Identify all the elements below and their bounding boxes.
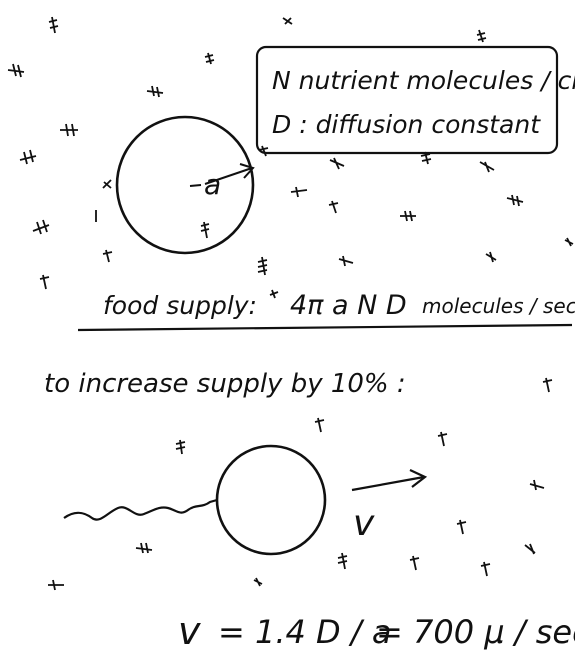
flagellum	[63, 498, 218, 521]
nutrient-molecules-bottom	[48, 377, 553, 591]
result-formula: = 1.4 D / a	[218, 613, 391, 651]
radius-arrowhead	[239, 163, 255, 179]
result-value: = 700 μ / sec	[376, 613, 575, 651]
increase-supply-text: to increase supply by 10% :	[44, 369, 406, 399]
legend-diffusion-constant: D : diffusion constant	[272, 110, 541, 139]
velocity-arrowhead	[409, 469, 428, 488]
divider-line	[77, 323, 573, 332]
velocity-label: v	[353, 503, 375, 544]
radius-tick	[189, 184, 202, 187]
food-supply-formula: 4π a N D	[290, 290, 407, 321]
result-velocity-symbol: v	[178, 609, 201, 653]
food-supply-unit: molecules / sec	[422, 294, 575, 318]
radius-arrow	[204, 167, 253, 185]
legend-nutrient-concentration: N nutrient molecules / cm³	[272, 66, 575, 95]
radius-label: a	[204, 168, 221, 201]
moving-cell-circle	[215, 444, 327, 556]
velocity-arrow	[351, 475, 425, 492]
legend-box	[255, 45, 559, 155]
food-supply-label: food supply:	[103, 291, 257, 320]
cell-circle	[115, 115, 255, 255]
nutrient-molecules-top	[7, 16, 574, 299]
